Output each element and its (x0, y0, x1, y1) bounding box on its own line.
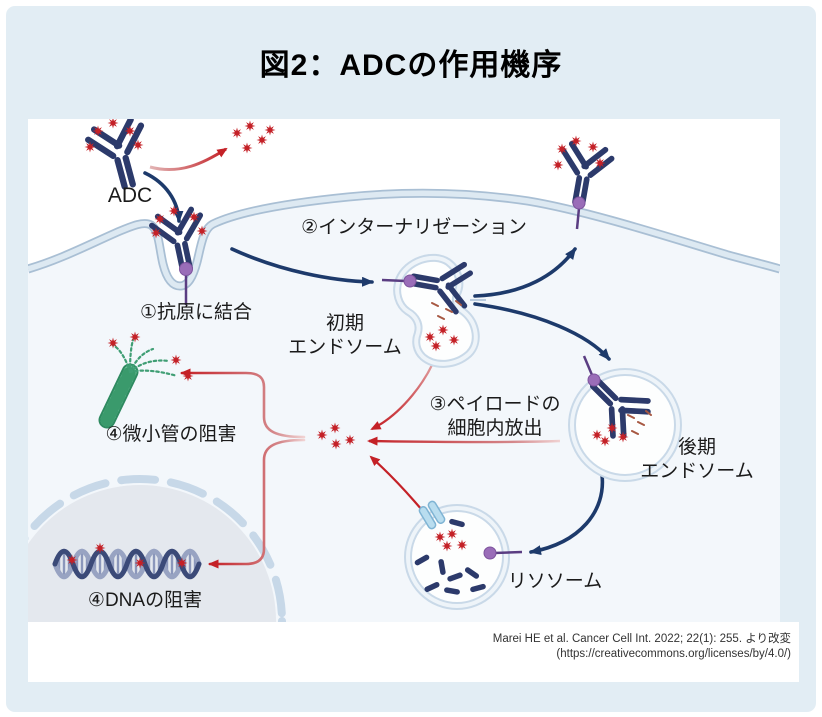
adc-mechanism-diagram: ADC ①抗原に結合 ②インターナリゼーション 初期 エンドソーム ③ペイロード… (0, 119, 782, 717)
label-step1-binding: ①抗原に結合 (140, 301, 252, 323)
microtubule (98, 331, 194, 429)
label-step2-internalization: ②インターナリゼーション (301, 216, 527, 238)
lysosome (404, 500, 523, 610)
figure-title: 図2：ADCの作用機序 (259, 49, 563, 82)
label-early-endosome-2: エンドソーム (288, 337, 401, 358)
payload-release-from-late-endosome (367, 436, 561, 446)
receptor-stem (381, 278, 407, 283)
receptor-stem (582, 355, 594, 376)
late-endosome (568, 355, 682, 482)
dna-helix (52, 542, 202, 580)
cell-membrane (26, 188, 782, 291)
diagram-panel: ADC ①抗原に結合 ②インターナリゼーション 初期 エンドソーム ③ペイロード… (0, 119, 782, 717)
adc-antibody-recycled (554, 143, 613, 208)
protofilament-strands (111, 338, 179, 378)
antigen-receptor (587, 373, 601, 387)
citation-line1: Marei HE et al. Cancer Cell Int. 2022; 2… (492, 633, 791, 645)
label-adc: ADC (108, 184, 152, 207)
recycled-adc (553, 135, 613, 230)
payload-distribution-arrows (180, 368, 306, 569)
free-payload-stars-extracellular (231, 120, 276, 154)
receptor-stem (493, 550, 523, 555)
arrow-to-microtubule (180, 368, 306, 439)
label-early-endosome-1: 初期 (326, 312, 364, 334)
label-step3-release-1: ③ペイロードの (429, 394, 560, 415)
arrow-binding (143, 171, 184, 223)
label-step4-dna: ④DNAの阻害 (88, 589, 202, 611)
receptor-stem (575, 207, 581, 230)
arrow-to-late-endosome (473, 302, 611, 361)
citation: Marei HE et al. Cancer Cell Int. 2022; 2… (28, 622, 799, 682)
degradation-ticks (431, 300, 462, 320)
label-lysosome: リソソーム (508, 571, 602, 592)
antigen-receptor (483, 546, 497, 560)
arrow-to-lysosome (529, 473, 605, 556)
antigen-receptor (403, 274, 417, 288)
arrow-internalization (230, 247, 374, 287)
membrane-pit-adc (150, 206, 210, 305)
label-step3-release-2: 細胞内放出 (447, 417, 542, 439)
citation-line2: (https://creativecommons.org/licenses/by… (556, 648, 791, 660)
deconjugation-arrow (149, 147, 228, 172)
arrow-recycling (473, 247, 577, 298)
antigen-receptor (572, 196, 586, 210)
arrow-to-dna (208, 438, 306, 569)
transporter-channel-icon (418, 500, 446, 530)
label-late-endosome-1: 後期 (678, 436, 716, 458)
free-adc (85, 119, 156, 193)
label-late-endosome-2: エンドソーム (640, 461, 753, 482)
degradation-ticks (627, 410, 652, 435)
antigen-receptor (179, 262, 193, 276)
early-endosome (381, 251, 480, 368)
label-step4-microtubule: ④微小管の阻害 (105, 423, 236, 445)
